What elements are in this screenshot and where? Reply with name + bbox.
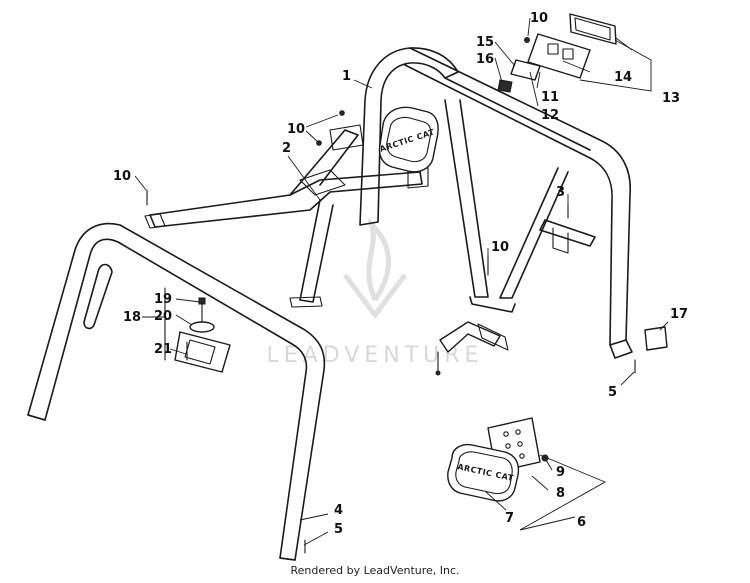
callout-9: 9 (556, 465, 565, 480)
callout-10-brace: 10 (287, 122, 305, 137)
callout-10-top: 10 (530, 11, 548, 26)
mount-bracket (435, 321, 509, 376)
fasteners (146, 110, 636, 554)
callout-12: 12 (541, 108, 559, 123)
bracket-assembly (164, 287, 231, 373)
callout-5-front: 5 (334, 522, 343, 537)
callout-21: 21 (154, 342, 172, 357)
callout-17: 17 (670, 307, 688, 322)
callout-10-mid: 10 (491, 240, 509, 255)
callout-6: 6 (577, 515, 586, 530)
callouts: 1 2 3 4 5 5 6 7 8 9 10 10 10 10 11 12 13… (113, 11, 688, 537)
callout-13: 13 (662, 91, 680, 106)
light-assembly (497, 13, 617, 93)
callout-10-left: 10 (113, 169, 131, 184)
callout-2: 2 (282, 141, 291, 156)
callout-7: 7 (505, 511, 514, 526)
callout-19: 19 (154, 292, 172, 307)
watermark: LEADVENTURE (267, 216, 484, 368)
footer-credit: Rendered by LeadVenture, Inc. (290, 564, 460, 577)
front-roll-bar (27, 222, 326, 561)
watermark-brand: LEADVENTURE (267, 343, 484, 368)
rear-roll-bar (359, 47, 633, 359)
callout-3: 3 (556, 185, 565, 200)
callout-5-rear: 5 (608, 385, 617, 400)
callout-11: 11 (541, 90, 559, 105)
decal (644, 326, 668, 351)
callout-14: 14 (614, 70, 632, 85)
badge-left: ARCTIC CAT (379, 106, 439, 173)
callout-16: 16 (476, 52, 494, 67)
callout-15: 15 (476, 35, 494, 50)
callout-20: 20 (154, 309, 172, 324)
plate-assembly: ARCTIC CAT (447, 417, 549, 502)
leader-lines (134, 17, 669, 546)
callout-4: 4 (334, 503, 343, 518)
callout-18: 18 (123, 310, 141, 325)
callout-8: 8 (556, 486, 565, 501)
callout-1: 1 (342, 69, 351, 84)
